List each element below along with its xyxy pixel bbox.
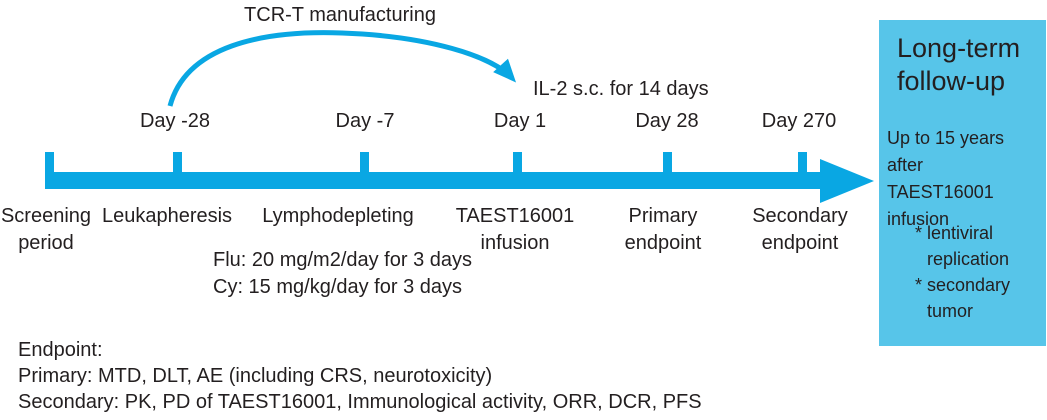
- bullet-secondary-tumor: * secondary tumor: [915, 275, 1011, 321]
- phase-label-leukapheresis: Leukapheresis: [101, 205, 233, 227]
- day-label-minus7: Day -7: [335, 110, 395, 132]
- timeline-tick-day-1: [513, 152, 522, 173]
- regimen-cy-line: Cy: 15 mg/kg/day for 3 days: [213, 276, 463, 298]
- day-label-270: Day 270: [761, 110, 837, 132]
- day-label-1: Day 1: [493, 110, 547, 132]
- timeline-tick-day-270: [798, 152, 807, 173]
- day-label-minus28: Day -28: [139, 110, 211, 132]
- tcr-t-manufacturing-label: TCR-T manufacturing: [244, 4, 436, 26]
- endpoint-primary-line: Primary: MTD, DLT, AE (including CRS, ne…: [18, 365, 493, 387]
- phase-label-screening-period: Screening period: [0, 205, 92, 254]
- follow-up-bullets: * lentiviral replication * secondary tum…: [915, 220, 1027, 324]
- phase-label-lymphodepleting: Lymphodepleting: [262, 205, 414, 227]
- phase-label-primary-endpoint: Primary endpoint: [624, 205, 702, 254]
- regimen-flu-line: Flu: 20 mg/m2/day for 3 days: [213, 249, 473, 271]
- il2-label: IL-2 s.c. for 14 days: [533, 78, 709, 100]
- bullet-lentiviral-replication: * lentiviral replication: [915, 223, 1010, 269]
- endpoint-heading: Endpoint:: [18, 339, 103, 361]
- phase-label-taest16001-infusion: TAEST16001 infusion: [455, 205, 575, 254]
- follow-up-body: Up to 15 years after TAEST16001 infusion: [887, 128, 1005, 229]
- lymphodepleting-regimen: Flu: 20 mg/m2/day for 3 days Cy: 15 mg/k…: [213, 247, 472, 301]
- timeline-tick-day-minus7: [360, 152, 369, 173]
- timeline-bar: [45, 172, 820, 189]
- endpoint-secondary-line: Secondary: PK, PD of TAEST16001, Immunol…: [18, 391, 702, 413]
- phase-label-secondary-endpoint: Secondary endpoint: [752, 205, 848, 254]
- long-term-follow-up-box: Long-term follow-up Up to 15 years after…: [879, 20, 1046, 346]
- day-label-28: Day 28: [635, 110, 699, 132]
- timeline-tick-day-minus28: [173, 152, 182, 173]
- timeline-arrowhead-icon: [820, 159, 874, 203]
- endpoint-block: Endpoint: Primary: MTD, DLT, AE (includi…: [18, 337, 702, 415]
- timeline-tick-day-28: [663, 152, 672, 173]
- timeline-tick-start: [45, 152, 54, 173]
- follow-up-title: Long-term follow-up: [897, 33, 1021, 96]
